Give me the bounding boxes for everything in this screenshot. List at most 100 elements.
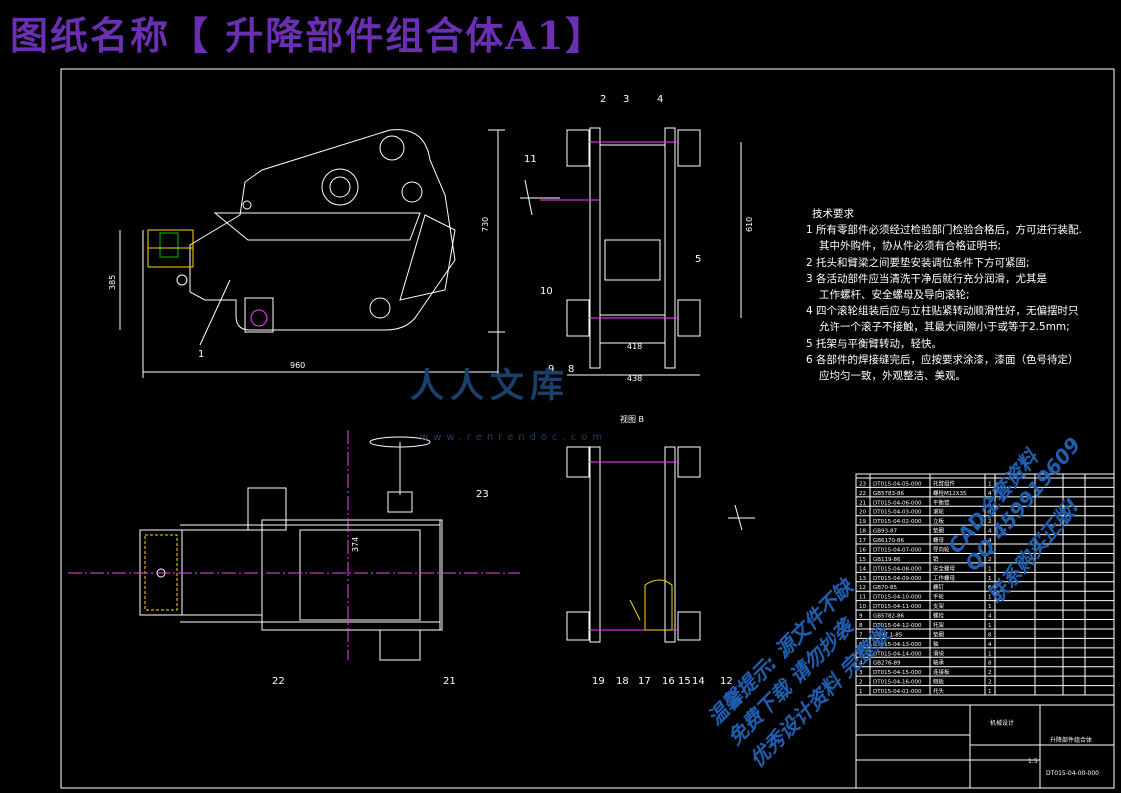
bom-cell: 8	[988, 661, 992, 667]
bom-cell: DT015-04-13-000	[873, 642, 922, 648]
bom-cell: 工作螺母	[933, 574, 956, 582]
bom-cell: GB97.1-85	[873, 632, 903, 638]
bom-cell: 3	[859, 670, 863, 676]
bom-cell: GB6170-86	[873, 538, 905, 544]
balloon-14: 14	[692, 676, 705, 687]
bom-cell: 2	[988, 547, 992, 553]
bom-cell: 1	[988, 500, 992, 506]
bom-cell: 2	[859, 680, 863, 686]
balloon-21: 21	[443, 676, 456, 687]
balloon-23: 23	[476, 489, 489, 500]
bom-cell: 垫圈	[933, 527, 945, 535]
title-block-drawing-no: DT015-04-00-000	[1046, 770, 1099, 777]
bom-cell: 8	[859, 623, 863, 629]
bom-cell: 垫圈	[933, 630, 945, 638]
bom-cell: DT015-04-15-000	[873, 670, 922, 676]
bom-cell: 23	[859, 481, 866, 487]
tech-line: 允许一个滚子不接触，其最大间隙小于或等于2.5mm;	[819, 321, 1070, 334]
bom-cell: 17	[859, 538, 866, 544]
balloon-11: 11	[524, 154, 537, 165]
bom-cell: DT015-04-11-000	[873, 604, 922, 610]
bom-cell: 2	[988, 557, 992, 563]
bom-cell: 导向轮	[933, 545, 950, 553]
bom-cell: 1	[988, 576, 992, 582]
tech-line: 其中外购件，协从件必须有合格证明书;	[819, 240, 1002, 253]
title-block-scale: 1:5	[1028, 758, 1038, 765]
bom-cell: 托头	[933, 687, 945, 695]
balloon-4: 4	[657, 94, 663, 105]
balloon-16: 16	[662, 676, 675, 687]
bom-cell: GB70-85	[873, 585, 898, 591]
dim-438: 438	[627, 374, 642, 383]
bom-cell: 螺钉	[933, 583, 945, 591]
dim-610: 610	[745, 217, 754, 232]
bom-cell: GB119-86	[873, 557, 901, 563]
bom-cell: DT015-04-14-000	[873, 651, 922, 657]
balloon-12: 12	[720, 676, 733, 687]
tech-line: 5 托架与平衡臂转动，轻快。	[806, 337, 943, 350]
title-block-name: 升降部件组合体	[1050, 736, 1092, 744]
tech-line: 3 各活动部件应当清洗干净后就行充分润滑，尤其是	[806, 272, 1048, 285]
bottom-view	[566, 446, 755, 643]
bom-cell: 4	[988, 491, 992, 497]
bom-cell: 侧板	[933, 678, 945, 686]
bom-cell: 托架	[933, 621, 945, 629]
balloon-19: 19	[592, 676, 605, 687]
bom-cell: DT015-04-02-000	[873, 519, 922, 525]
tech-line: 2 托头和臂梁之间要垫安装调位条件下方可紧固;	[806, 256, 1030, 269]
balloon-2: 2	[600, 94, 606, 105]
balloon-8: 8	[568, 364, 574, 375]
bom-cell: 2	[988, 670, 992, 676]
balloon-3: 3	[623, 94, 629, 105]
bom-cell: 11	[859, 595, 866, 601]
watermark-logo: 人人文库	[410, 366, 570, 406]
bom-cell: 托臂组件	[933, 479, 956, 487]
bom-cell: 2	[988, 519, 992, 525]
bom-row-lines	[856, 477, 1114, 687]
technical-requirements: 技术要求 1 所有零部件必须经过检验部门检验合格后，方可进行装配. 其中外购件，…	[806, 206, 1082, 384]
bom-cell: 7	[859, 632, 863, 638]
bom-cell: 连接板	[933, 668, 950, 676]
bom-cell: 1	[988, 481, 992, 487]
tech-heading: 技术要求	[812, 208, 854, 220]
balloon-9: 9	[548, 364, 554, 375]
bom-cell: DT015-04-09-000	[873, 576, 922, 582]
bom-cell: GB93-87	[873, 529, 898, 535]
bom-cell: DT015-04-12-000	[873, 623, 922, 629]
bom-cell: 8	[988, 510, 992, 516]
bom-cell: 1	[988, 566, 992, 572]
bom-cell: 4	[988, 529, 992, 535]
plan-view	[68, 430, 520, 661]
bom-cell: 9	[859, 614, 863, 620]
dim-374: 374	[351, 537, 360, 552]
dim-960: 960	[290, 361, 305, 370]
bom-cell: 滚轮	[933, 508, 945, 516]
bom-cell: DT015-04-05-000	[873, 481, 922, 487]
tech-line: 4 四个滚轮组装后应与立柱贴紧转动顺滑性好，无偏摆时只	[806, 305, 1079, 318]
balloon-10: 10	[540, 286, 553, 297]
bom-cell: 安全螺母	[933, 564, 956, 572]
bom-cell: 22	[859, 491, 866, 497]
bom-cell: 轴承	[933, 659, 945, 667]
tech-line: 工作螺杆、安全螺母及导向滚轮;	[819, 289, 970, 302]
bom-cell: 14	[859, 566, 866, 572]
bom-cell: DT015-04-16-000	[873, 680, 922, 686]
balloon-17: 17	[638, 676, 651, 687]
bom-cell: 立板	[933, 517, 945, 525]
bom-cell: 轴	[933, 640, 939, 648]
balloon-1: 1	[198, 349, 204, 360]
bom-cell: 螺栓M12X35	[933, 489, 967, 497]
balloon-5: 5	[695, 254, 701, 265]
bom-cell: 18	[859, 529, 866, 535]
bom-cell: 支架	[933, 602, 945, 610]
bom-cell: GB5782-86	[873, 614, 905, 620]
bom-cell: 6	[988, 585, 992, 591]
bom-cell: DT015-04-01-000	[873, 689, 922, 695]
drawing-frame	[60, 68, 1115, 789]
front-view	[520, 127, 742, 376]
bom-cell: 2	[988, 680, 992, 686]
bom-cell: 1	[988, 651, 992, 657]
balloon-15: 15	[678, 676, 691, 687]
